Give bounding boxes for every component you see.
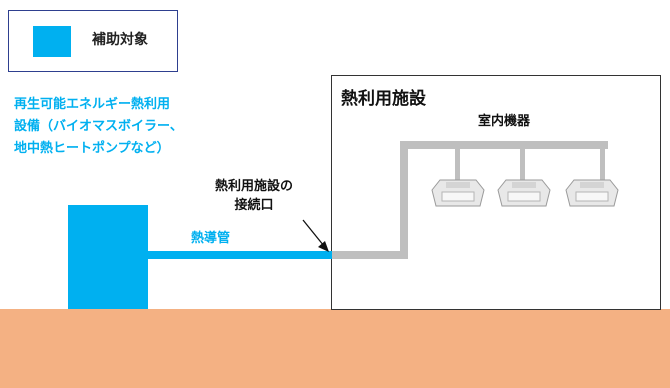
source-equipment-label: 再生可能エネルギー熱利用 設備（バイオマスボイラー、 地中熱ヒートポンプなど） [14, 97, 183, 156]
connection-arrow [302, 219, 329, 252]
legend-swatch [33, 26, 71, 57]
indoor-pipe-horizontal-top [400, 141, 608, 149]
indoor-pipe-drop-1 [455, 141, 460, 183]
ground [0, 309, 670, 388]
indoor-unit-3 [565, 179, 619, 207]
legend-label: 補助対象 [92, 32, 148, 48]
indoor-piping [332, 141, 608, 259]
heat-source-unit [68, 205, 148, 309]
indoor-unit-1 [431, 179, 485, 207]
indoor-unit-2 [497, 179, 551, 207]
facility-title: 熱利用施設 [341, 89, 426, 109]
heat-conduit-label: 熱導管 [191, 231, 231, 246]
indoor-pipe-drop-2 [520, 141, 525, 183]
heat-conduit [148, 251, 332, 259]
indoor-pipe-horizontal-bottom [332, 251, 408, 259]
indoor-pipe-vertical [400, 141, 408, 259]
indoor-equipment-label: 室内機器 [478, 114, 531, 129]
connection-port-label: 熱利用施設の 接続口 [215, 179, 294, 213]
indoor-pipe-drop-3 [600, 141, 605, 183]
